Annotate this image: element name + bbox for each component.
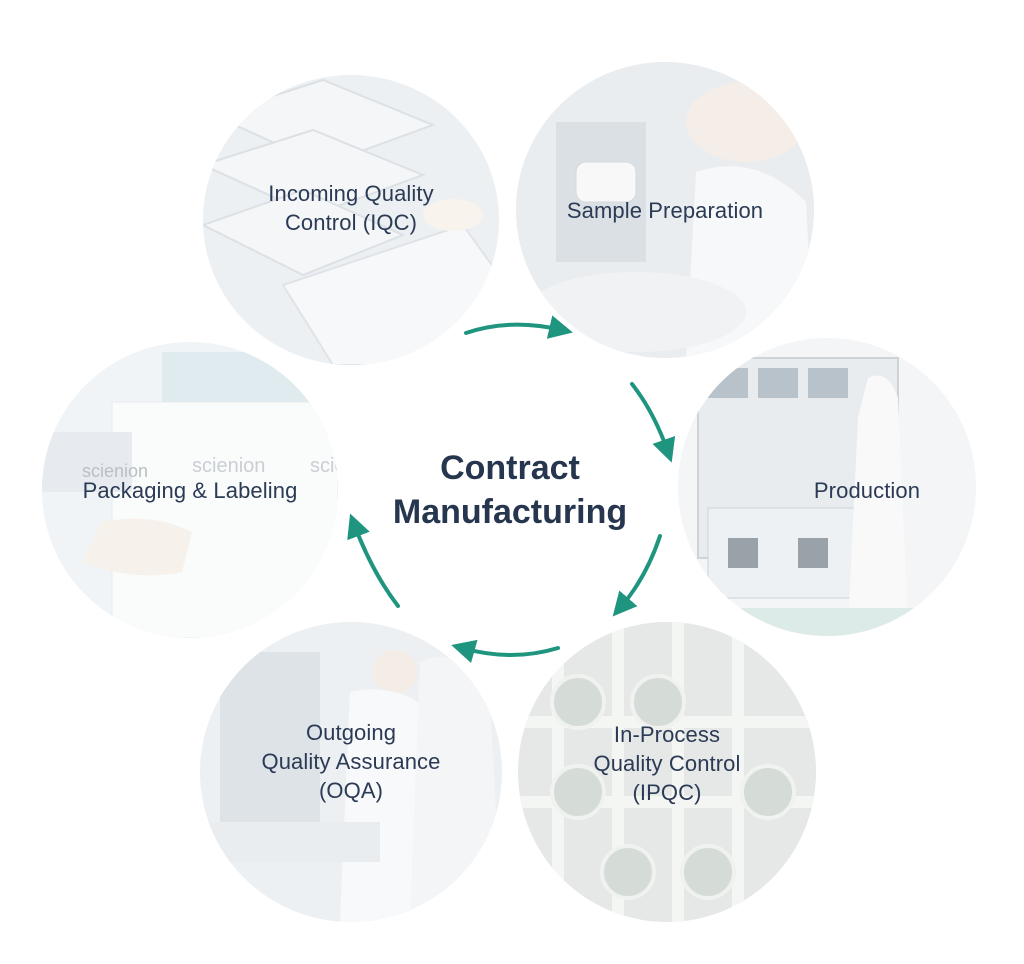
ipqc-label: In-Process Quality Control (IPQC) bbox=[593, 722, 741, 805]
center-title: Contract Manufacturing bbox=[392, 449, 628, 531]
arrow-oqa-to-packaging bbox=[347, 513, 400, 608]
iqc-label: Incoming Quality Control (IQC) bbox=[268, 181, 434, 235]
iqc-photo bbox=[203, 75, 499, 365]
oqa-photo bbox=[200, 622, 502, 922]
iqc-circle: Incoming Quality Control (IQC) bbox=[203, 75, 499, 365]
packaging-labeling-photo: scienion scienion scie bbox=[42, 342, 338, 638]
sample-preparation-label: Sample Preparation bbox=[566, 198, 764, 223]
box-print-1: scienion bbox=[192, 455, 265, 477]
production-photo bbox=[678, 338, 976, 636]
sample-preparation-photo bbox=[516, 62, 814, 358]
sample-preparation-circle: Sample Preparation bbox=[516, 62, 814, 358]
production-circle: Production bbox=[678, 338, 976, 636]
box-print-0: scienion bbox=[82, 461, 148, 481]
oqa-circle: Outgoing Quality Assurance (OQA) bbox=[200, 622, 502, 922]
packaging-labeling-circle: scienion scienion scie Packaging & Label… bbox=[42, 342, 338, 638]
box-print-2: scie bbox=[310, 455, 338, 477]
arrow-production-to-ipqc bbox=[612, 534, 662, 617]
arrow-sample-to-production bbox=[630, 382, 676, 463]
ipqc-circle: In-Process Quality Control (IPQC) bbox=[518, 622, 816, 922]
packaging-labeling-label: Packaging & Labeling bbox=[82, 478, 298, 503]
production-label: Production bbox=[813, 478, 921, 503]
ipqc-photo bbox=[518, 622, 816, 922]
oqa-label: Outgoing Quality Assurance (OQA) bbox=[261, 720, 441, 803]
